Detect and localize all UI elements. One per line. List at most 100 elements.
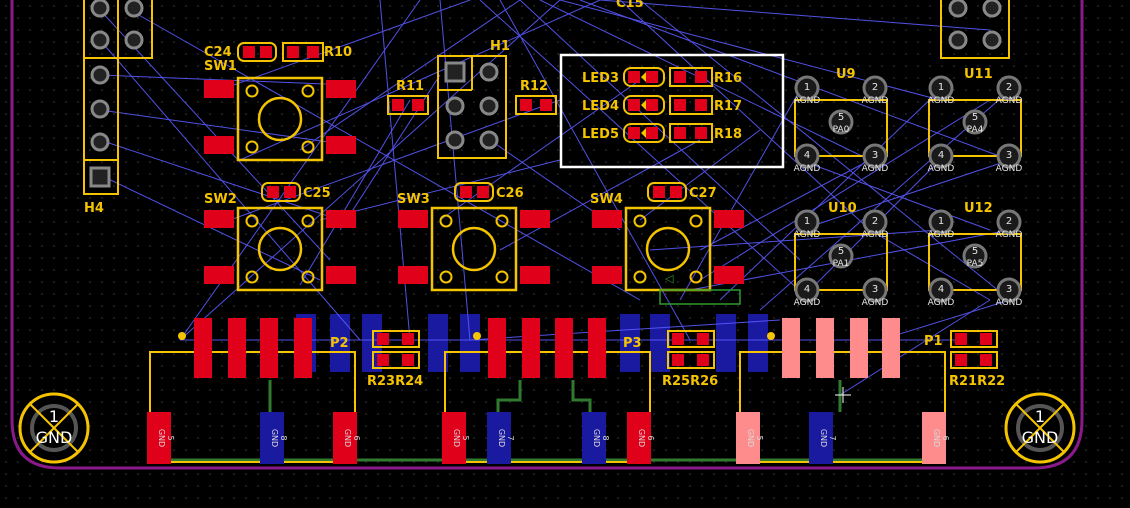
capacitor-c26[interactable] xyxy=(454,182,494,202)
ic-center-pin-name: PA0 xyxy=(833,125,850,135)
led-led5[interactable] xyxy=(623,123,665,143)
label-r25-r26: R25R26 xyxy=(662,374,718,389)
ic-pin-number: 2 xyxy=(1006,216,1012,227)
label-h1: H1 xyxy=(490,39,510,54)
switch-sw3[interactable] xyxy=(398,206,550,292)
drc-marker: ◁ xyxy=(659,272,741,305)
capacitor-c25[interactable] xyxy=(261,182,301,202)
ic-pin-name: AGND xyxy=(862,298,889,308)
ic-pin-number: 3 xyxy=(1006,284,1012,295)
label-h4: H4 xyxy=(84,201,104,216)
label-p3: P3 xyxy=(623,336,642,351)
header-top-right[interactable] xyxy=(940,0,1010,59)
ic-center-pin-number: 5 xyxy=(838,246,844,257)
pad-number: 6 xyxy=(352,435,361,440)
ic-pin-name: AGND xyxy=(862,230,889,240)
mounting-hole-left[interactable]: 1 GND xyxy=(18,392,90,464)
led-led3[interactable] xyxy=(623,67,665,87)
ic-pin-name: AGND xyxy=(928,96,955,106)
resistor-r10[interactable] xyxy=(282,42,324,62)
label-r21-r22: R21R22 xyxy=(949,374,1005,389)
label-u12: U12 xyxy=(964,201,993,216)
ic-pin-name: AGND xyxy=(794,230,821,240)
resistor-r17[interactable] xyxy=(669,95,713,115)
ic-center-pin-name: PA4 xyxy=(967,125,984,135)
mounting-hole-left-net: GND xyxy=(36,428,73,447)
mounting-hole-right[interactable]: 1 GND xyxy=(1004,392,1076,464)
ic-pin-name: AGND xyxy=(996,230,1023,240)
pad-number: 6 xyxy=(646,435,655,440)
label-r17: R17 xyxy=(714,99,742,114)
led-led4[interactable] xyxy=(623,95,665,115)
label-led4: LED4 xyxy=(582,99,619,114)
resistor-r11[interactable] xyxy=(387,95,429,115)
ic-pin-number: 2 xyxy=(872,82,878,93)
pad-number: 8 xyxy=(279,435,288,440)
ic-pin-number: 1 xyxy=(804,216,810,227)
label-c15: C15 xyxy=(616,0,644,11)
ground-traces xyxy=(170,380,940,462)
label-c27: C27 xyxy=(689,186,717,201)
ic-pin-number: 4 xyxy=(804,284,810,295)
label-r11: R11 xyxy=(396,79,424,94)
ic-pin-name: AGND xyxy=(996,96,1023,106)
resistor-r16[interactable] xyxy=(669,67,713,87)
resistor-r18[interactable] xyxy=(669,123,713,143)
switch-sw1[interactable] xyxy=(204,76,356,162)
ic-group: 1AGND2AGND4AGND3AGND5PA0U91AGND2AGND4AGN… xyxy=(794,67,1023,308)
mounting-hole-right-net: GND xyxy=(1022,428,1059,447)
label-r10: R10 xyxy=(324,45,352,60)
ic-pin-number: 2 xyxy=(1006,82,1012,93)
label-p1: P1 xyxy=(924,334,943,349)
pad-number: 5 xyxy=(166,435,175,440)
pad-net-name: GND xyxy=(270,429,279,447)
ratsnest xyxy=(99,0,1011,396)
pad-number: 5 xyxy=(755,435,764,440)
pad-net-name: GND xyxy=(746,429,755,447)
ic-pin-number: 3 xyxy=(872,150,878,161)
resistor-r12[interactable] xyxy=(515,95,557,115)
mounting-hole-right-number: 1 xyxy=(1035,407,1045,426)
ic-center-pin-number: 5 xyxy=(972,246,978,257)
header-h1[interactable] xyxy=(437,55,507,159)
ic-pin-name: AGND xyxy=(996,164,1023,174)
label-c26: C26 xyxy=(496,186,524,201)
pad-number: 7 xyxy=(506,435,515,440)
resistor-r21-r22[interactable] xyxy=(950,330,998,369)
connector-p2-top-pads xyxy=(194,318,312,378)
ic-pin-name: AGND xyxy=(794,298,821,308)
pad-number: 7 xyxy=(828,435,837,440)
ic-center-pin-name: PA5 xyxy=(967,259,984,269)
header-h4[interactable] xyxy=(83,0,153,195)
capacitor-c27[interactable] xyxy=(647,182,687,202)
selection-box[interactable] xyxy=(559,53,785,169)
switch-sw4[interactable] xyxy=(592,206,744,292)
resistor-r25-r26[interactable] xyxy=(667,330,715,369)
ic-pin-name: AGND xyxy=(928,230,955,240)
connector-p1-top-pads xyxy=(782,318,900,378)
ic-pin-name: AGND xyxy=(996,298,1023,308)
ic-pin-number: 3 xyxy=(872,284,878,295)
label-u11: U11 xyxy=(964,67,993,82)
label-sw4: SW4 xyxy=(590,192,623,207)
pad-number: 5 xyxy=(461,435,470,440)
capacitor-c24[interactable] xyxy=(237,42,277,62)
ic-center-pin-name: PA1 xyxy=(833,259,850,269)
ic-pin-number: 1 xyxy=(938,82,944,93)
mounting-hole-left-number: 1 xyxy=(49,407,59,426)
resistor-r23-r24[interactable] xyxy=(372,330,420,369)
switch-sw2[interactable] xyxy=(204,206,356,292)
